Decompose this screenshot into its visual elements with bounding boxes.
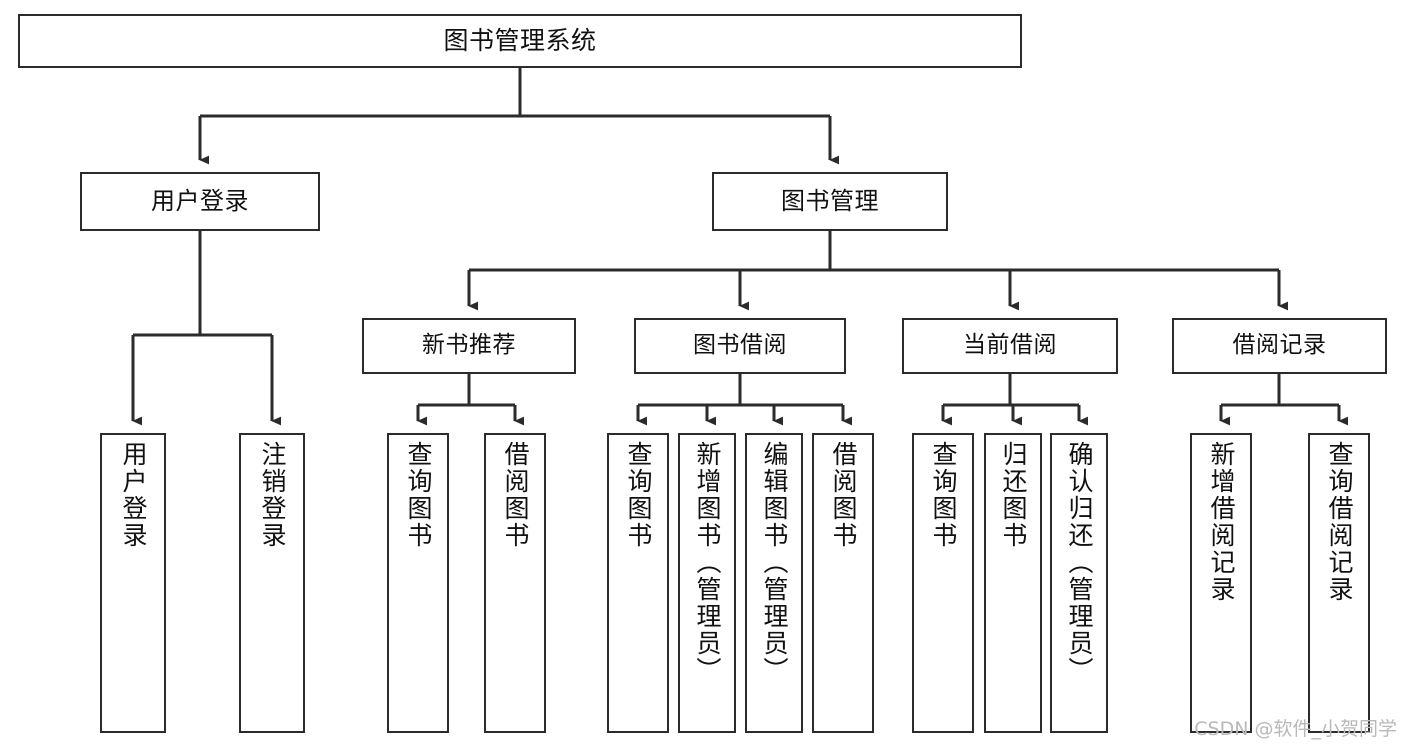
csdn-watermark: CSDN @软件_小贺同学 bbox=[1194, 718, 1397, 740]
node-leaf-cb-confirm[interactable]: 确认归还（管理员） bbox=[1050, 433, 1108, 733]
node-leaf-cb-query[interactable]: 查询图书 bbox=[912, 433, 974, 733]
node-new-book-rec-label: 新书推荐 bbox=[422, 332, 516, 359]
node-current-borrow[interactable]: 当前借阅 bbox=[902, 318, 1118, 374]
node-leaf-user-login[interactable]: 用户登录 bbox=[100, 433, 166, 733]
node-leaf-cb-return[interactable]: 归还图书 bbox=[984, 433, 1042, 733]
node-root-label: 图书管理系统 bbox=[443, 26, 597, 56]
node-leaf-rec-query-label: 查询图书 bbox=[404, 441, 433, 549]
node-user-login[interactable]: 用户登录 bbox=[80, 172, 320, 231]
node-current-borrow-label: 当前借阅 bbox=[963, 332, 1057, 359]
node-leaf-br-add[interactable]: 新增借阅记录 bbox=[1190, 433, 1252, 733]
node-leaf-user-login-label: 用户登录 bbox=[119, 441, 148, 549]
node-leaf-cb-confirm-label: 确认归还（管理员） bbox=[1065, 441, 1094, 684]
node-leaf-bb-edit[interactable]: 编辑图书（管理员） bbox=[745, 433, 803, 733]
node-leaf-bb-add[interactable]: 新增图书（管理员） bbox=[678, 433, 736, 733]
node-leaf-rec-borrow[interactable]: 借阅图书 bbox=[484, 433, 546, 733]
node-leaf-bb-edit-label: 编辑图书（管理员） bbox=[760, 441, 789, 684]
node-book-borrow[interactable]: 图书借阅 bbox=[634, 318, 846, 374]
node-borrow-record-label: 借阅记录 bbox=[1232, 332, 1327, 359]
node-leaf-bb-borrow[interactable]: 借阅图书 bbox=[812, 433, 874, 733]
node-borrow-record[interactable]: 借阅记录 bbox=[1172, 318, 1387, 374]
node-user-login-label: 用户登录 bbox=[151, 187, 249, 216]
node-leaf-user-logout-label: 注销登录 bbox=[258, 441, 287, 549]
node-book-manage[interactable]: 图书管理 bbox=[712, 172, 948, 231]
node-book-manage-label: 图书管理 bbox=[781, 187, 879, 216]
node-leaf-rec-borrow-label: 借阅图书 bbox=[501, 441, 530, 549]
node-leaf-rec-query[interactable]: 查询图书 bbox=[387, 433, 449, 733]
node-leaf-br-add-label: 新增借阅记录 bbox=[1207, 441, 1236, 603]
node-book-borrow-label: 图书借阅 bbox=[693, 332, 787, 359]
node-leaf-user-logout[interactable]: 注销登录 bbox=[239, 433, 305, 733]
node-leaf-cb-return-label: 归还图书 bbox=[999, 441, 1028, 549]
node-leaf-bb-borrow-label: 借阅图书 bbox=[829, 441, 858, 549]
node-leaf-cb-query-label: 查询图书 bbox=[929, 441, 958, 549]
node-leaf-bb-query[interactable]: 查询图书 bbox=[607, 433, 669, 733]
node-leaf-br-query[interactable]: 查询借阅记录 bbox=[1308, 433, 1370, 733]
node-root[interactable]: 图书管理系统 bbox=[18, 14, 1022, 68]
node-leaf-bb-add-label: 新增图书（管理员） bbox=[693, 441, 722, 684]
node-leaf-bb-query-label: 查询图书 bbox=[624, 441, 653, 549]
node-new-book-rec[interactable]: 新书推荐 bbox=[362, 318, 576, 374]
node-leaf-br-query-label: 查询借阅记录 bbox=[1325, 441, 1354, 603]
